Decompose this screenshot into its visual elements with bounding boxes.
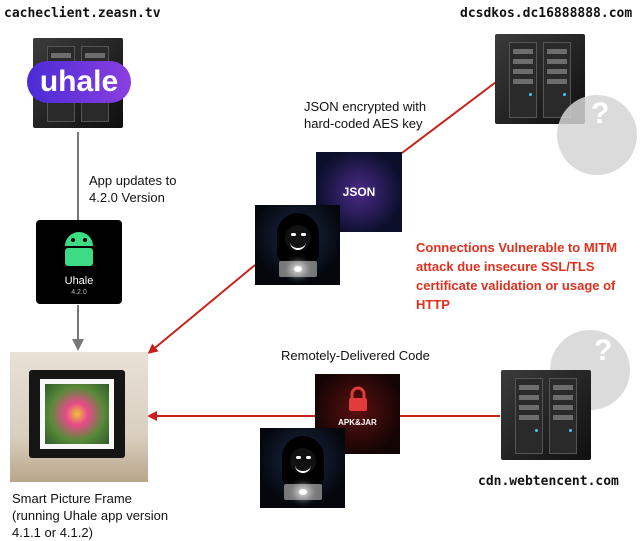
- label-json-encrypted: JSON encrypted with hard-coded AES key: [304, 99, 427, 131]
- android-icon: [65, 232, 93, 266]
- question-mark-icon: ?: [591, 97, 610, 130]
- hacker-icon: [255, 205, 340, 285]
- picture-frame-icon: [10, 352, 148, 482]
- host-webtencent: cdn.webtencent.com: [478, 474, 619, 489]
- flower-icon: [45, 384, 109, 444]
- uhale-app-tile: Uhale 4.2.0: [36, 220, 122, 304]
- label-device: Smart Picture Frame (running Uhale app v…: [12, 491, 169, 540]
- lock-icon: [349, 386, 367, 411]
- label-remote-code: Remotely-Delivered Code: [281, 348, 430, 363]
- arrow-json-1: [401, 81, 497, 154]
- question-mark-icon: ?: [594, 334, 613, 367]
- app-version: 4.2.0: [71, 289, 87, 296]
- warning-mitm: Connections Vulnerable to MITM attack du…: [416, 240, 618, 312]
- hacker-icon: [260, 428, 345, 508]
- unknown-actor-icon: [557, 95, 637, 175]
- app-name: Uhale: [64, 275, 94, 287]
- apk-tag: APK&JAR: [338, 418, 377, 427]
- json-tag: JSON: [342, 185, 376, 199]
- server-icon: [501, 370, 591, 460]
- arrow-json-2: [147, 264, 256, 354]
- host-cacheclient: cacheclient.zeasn.tv: [4, 6, 161, 21]
- uhale-logo: uhale: [27, 61, 131, 103]
- label-app-updates: App updates to 4.2.0 Version: [89, 173, 177, 205]
- host-dcsdkos: dcsdkos.dc16888888.com: [460, 6, 633, 21]
